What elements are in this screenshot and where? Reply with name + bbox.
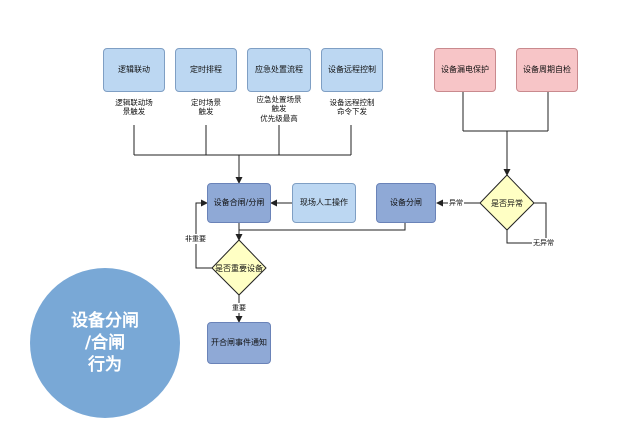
switch-operation-box: 设备合闸/分闸 [207, 183, 271, 223]
device-open-box: 设备分闸 [376, 183, 436, 223]
periodic-check-box: 设备周期自检 [516, 48, 578, 92]
no-abnormal-edge-label: 无异常 [532, 238, 555, 248]
emergency-note: 应急处置场景 触发 优先级最高 [256, 95, 302, 123]
logic-linkage-box: 逻辑联动 [103, 48, 165, 92]
decision-important-label: 是否重要设备 [215, 263, 263, 273]
schedule-box: 定时排程 [175, 48, 237, 92]
remote-control-box: 设备远程控制 [321, 48, 383, 92]
notify-box: 开合闸事件通知 [207, 322, 271, 364]
leak-protection-box: 设备漏电保护 [434, 48, 496, 92]
logic-linkage-note: 逻辑联动场 景触发 [115, 98, 153, 117]
emergency-box: 应急处置流程 [247, 48, 311, 92]
schedule-note: 定时场景 触发 [191, 98, 221, 117]
decision-important-diamond [211, 239, 267, 296]
decision-abnormal-label: 是否异常 [491, 198, 523, 208]
manual-operation-box: 现场人工操作 [292, 183, 356, 223]
important-edge-label: 重要 [231, 303, 247, 313]
not-important-edge-label: 非重要 [184, 234, 207, 244]
remote-control-note: 设备远程控制 命令下发 [329, 98, 375, 117]
title-badge: 设备分闸 /合闸 行为 [30, 268, 180, 418]
abnormal-edge-label: 异常 [448, 198, 464, 208]
decision-abnormal-diamond [479, 174, 535, 231]
